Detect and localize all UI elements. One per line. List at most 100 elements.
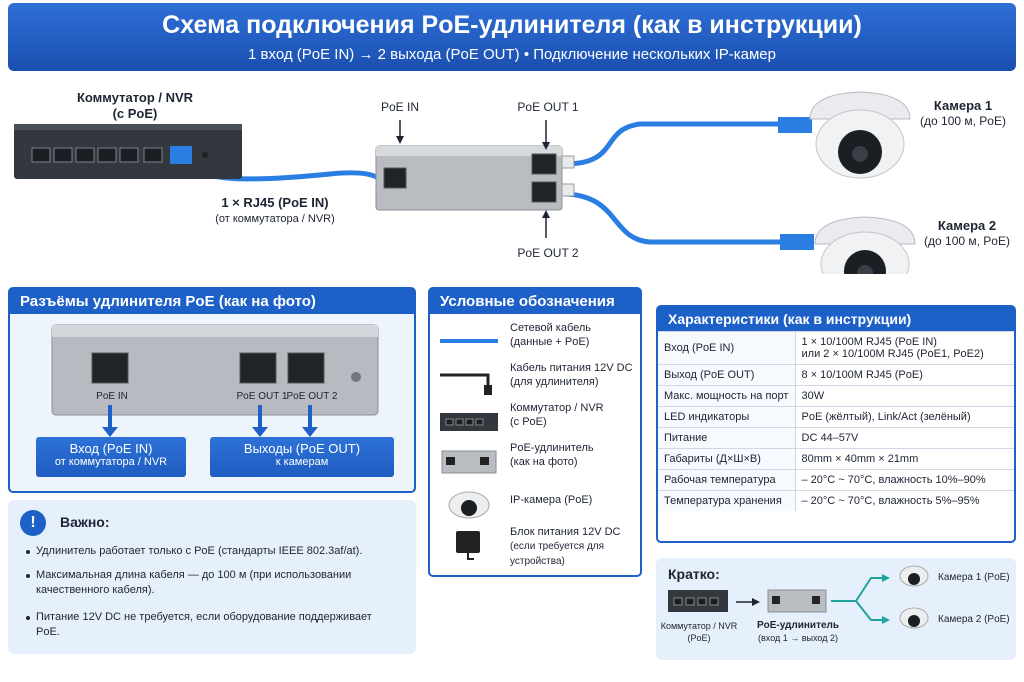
spec-value: – 20°C ~ 70°C, влажность 5%–95% — [795, 490, 1014, 511]
brief-extender-sub: (вход 1 → выход 2) — [758, 633, 838, 643]
poe-in-label: PoE IN — [380, 100, 419, 114]
brief-panel: Кратко: Коммутатор / NVR (PoE) PoE-удлин… — [656, 558, 1016, 660]
cable-out2 — [564, 191, 782, 245]
poe-out2-label: PoE OUT 2 — [517, 246, 579, 260]
table-row: Выход (PoE OUT)8 × 10/100M RJ45 (PoE) — [658, 364, 1014, 386]
brief-camera1: Камера 1 (PoE) — [938, 572, 1010, 583]
port-out1-label: PoE OUT 1 — [236, 391, 288, 402]
spec-value: 80mm × 40mm × 21mm — [795, 448, 1014, 470]
legend-item-extender: PoE-удлинитель (как на фото) — [438, 441, 638, 481]
port-out2-label: PoE OUT 2 — [286, 391, 338, 402]
spec-value: – 20°C ~ 70°C, влажность 10%–90% — [795, 469, 1014, 491]
output-callout: Выходы (PoE OUT) к камерам — [210, 437, 394, 477]
camera1-sub: (до 100 м, PoE) — [920, 114, 1006, 128]
legend-item-power-cable: Кабель питания 12V DC (для удлинителя) — [438, 361, 638, 401]
brief-switch-sub: (PoE) — [687, 633, 711, 643]
spec-value: 1 × 10/100M RJ45 (PoE IN)или 2 × 10/100M… — [795, 331, 1014, 365]
legend-label: PoE-удлинитель — [510, 442, 594, 454]
spec-value: PoE (жёлтый), Link/Act (зелёный) — [795, 406, 1014, 428]
spec-key: LED индикаторы — [658, 406, 796, 428]
switch-icon — [440, 413, 498, 431]
connectors-title: Разъёмы удлинителя PoE (как на фото) — [10, 289, 414, 314]
legend-label: Коммутатор / NVR — [510, 402, 604, 414]
legend-panel: Условные обозначения Сетевой кабель (данн… — [428, 287, 642, 577]
brief-camera2: Камера 2 (PoE) — [938, 614, 1010, 625]
cable-sub: (от коммутатора / NVR) — [215, 213, 335, 225]
legend-sub: (для удлинителя) — [510, 376, 599, 388]
specs-table: Вход (PoE IN)1 × 10/100M RJ45 (PoE IN)ил… — [658, 331, 1014, 511]
brief-extender-label: PoE-удлинитель — [756, 620, 840, 631]
input-callout: Вход (PoE IN) от коммутатора / NVR — [36, 437, 186, 477]
power-adapter-icon — [456, 531, 480, 560]
important-item: Питание 12V DC не требуется, если оборуд… — [36, 611, 372, 638]
poe-out1-label: PoE OUT 1 — [517, 100, 579, 114]
important-panel: ! Важно: Удлинитель работает только с Po… — [8, 500, 416, 654]
cable-label-block: 1 × RJ45 (PoE IN) (от коммутатора / NVR) — [200, 195, 350, 227]
bullet-dot — [26, 550, 30, 554]
legend-label: Сетевой кабель — [510, 322, 592, 334]
spec-value: 8 × 10/100M RJ45 (PoE) — [795, 364, 1014, 386]
switch-label-block: Коммутатор / NVR (с PoE) — [60, 90, 210, 122]
important-item: Удлинитель работает только с PoE (станда… — [36, 545, 363, 557]
table-row: Рабочая температура– 20°C ~ 70°C, влажно… — [658, 469, 1014, 491]
connection-diagram — [14, 91, 916, 274]
switch-sub: (с PoE) — [112, 106, 158, 121]
legend-sub: (с PoE) — [510, 416, 547, 428]
important-item: Максимальная длина кабеля — до 100 м (пр… — [36, 569, 352, 596]
legend-item-switch: Коммутатор / NVR (с PoE) — [438, 401, 638, 441]
important-title: Важно: — [60, 514, 110, 530]
header-banner: Схема подключения PoE-удлинителя (как в … — [8, 3, 1016, 71]
table-row: Габариты (Д×Ш×В)80mm × 40mm × 21mm — [658, 448, 1014, 470]
page-subtitle: 1 вход (PoE IN) → 2 выхода (PoE OUT) • П… — [248, 46, 776, 63]
brief-switch-label: Коммутатор / NVR — [660, 621, 738, 631]
power-cable-icon — [440, 373, 492, 395]
legend-item-network-cable: Сетевой кабель (данные + PoE) — [438, 321, 638, 361]
camera2-label: Камера 2 — [937, 218, 997, 233]
legend-item-power-adapter: Блок питания 12V DC(если требуется для у… — [438, 525, 638, 567]
ip-camera-icon — [448, 491, 490, 519]
spec-value: DC 44–57V — [795, 427, 1014, 449]
spec-key: Рабочая температура — [658, 469, 796, 491]
bullet-dot — [26, 616, 30, 620]
specs-panel: Характеристики (как в инструкции) Вход (… — [656, 305, 1016, 543]
camera1-label: Камера 1 — [933, 98, 993, 113]
input-sub: от коммутатора / NVR — [54, 456, 168, 468]
page-title: Схема подключения PoE-удлинителя (как в … — [162, 11, 862, 39]
cable-out1 — [564, 121, 780, 167]
spec-key: Выход (PoE OUT) — [658, 364, 796, 386]
spec-key: Питание — [658, 427, 796, 449]
brief-diagram — [668, 565, 929, 629]
output-title: Выходы (PoE OUT) — [243, 441, 361, 456]
connectors-panel: Разъёмы удлинителя PoE (как на фото) PoE… — [8, 287, 416, 493]
switch-label: Коммутатор / NVR — [76, 90, 194, 105]
spec-key: Макс. мощность на порт — [658, 385, 796, 407]
legend-item-ip-camera: IP-камера (PoE) — [438, 483, 638, 523]
camera1-label-block: Камера 1 (до 100 м, PoE) — [908, 98, 1018, 129]
switch-device — [14, 124, 242, 179]
specs-title: Характеристики (как в инструкции) — [658, 307, 1014, 331]
table-row: Вход (PoE IN)1 × 10/100M RJ45 (PoE IN)ил… — [658, 331, 1014, 365]
camera2-label-block: Камера 2 (до 100 м, PoE) — [912, 218, 1022, 249]
legend-label: Кабель питания 12V DC — [510, 362, 633, 374]
legend-sub: (как на фото) — [510, 456, 578, 468]
spec-value-line: 1 × 10/100M RJ45 (PoE IN) — [801, 336, 937, 348]
brief-switch-block: Коммутатор / NVR (PoE) — [656, 620, 742, 644]
input-title: Вход (PoE IN) — [69, 441, 153, 456]
spec-value: 30W — [795, 385, 1014, 407]
legend-label: IP-камера (PoE) — [510, 494, 593, 506]
camera1-device — [778, 91, 911, 179]
legend-label: Блок питания 12V DC — [510, 526, 621, 538]
spec-key: Вход (PoE IN) — [658, 331, 796, 365]
extender-front-view — [51, 324, 379, 416]
legend-title: Условные обозначения — [430, 289, 640, 314]
extender-icon — [441, 450, 497, 474]
legend-sub: (данные + PoE) — [510, 336, 590, 348]
spec-key: Температура хранения — [658, 490, 796, 511]
brief-extender-block: PoE-удлинитель (вход 1 → выход 2) — [750, 620, 846, 645]
spec-key: Габариты (Д×Ш×В) — [658, 448, 796, 470]
brief-title: Кратко: — [668, 566, 720, 582]
network-cable-icon — [440, 339, 498, 343]
bullet-dot — [26, 574, 30, 578]
